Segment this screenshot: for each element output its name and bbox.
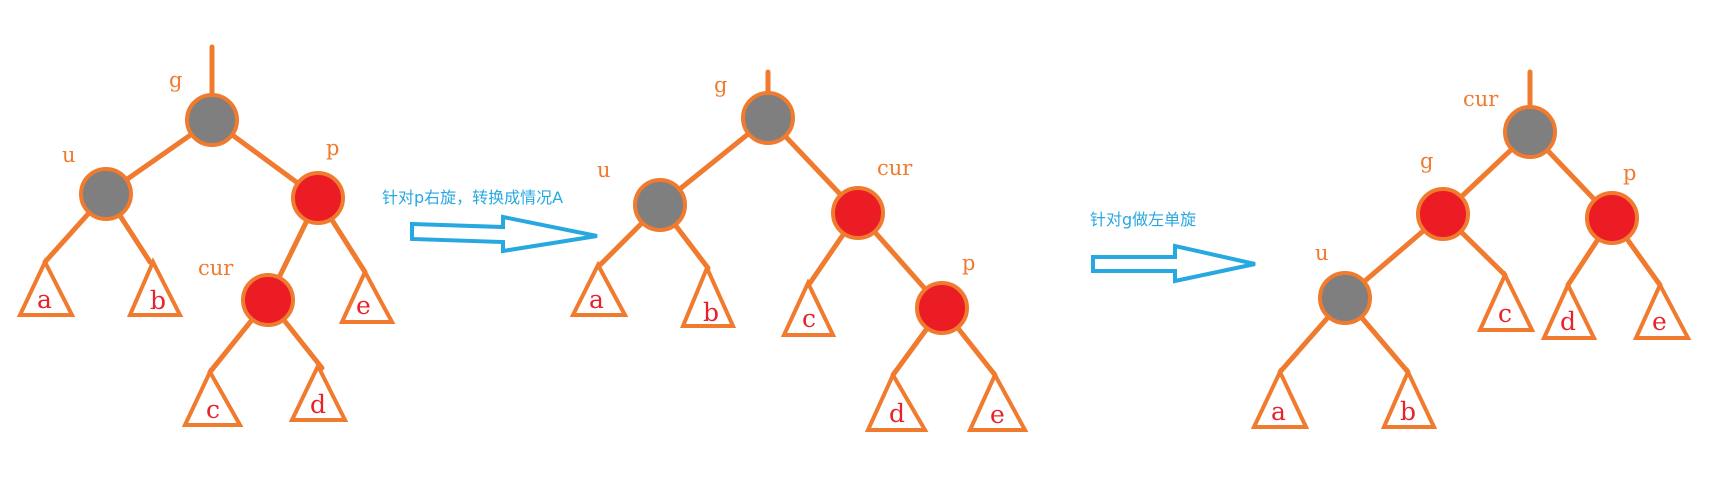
leaf-c-triangle [1476,270,1536,332]
leaf-b-label: b [1400,397,1416,426]
node-u-black [633,178,687,232]
label-p: p [1623,161,1636,185]
leaf-b-label: b [703,298,719,327]
arrow-1-caption: 针对p右旋，转换成情况A [382,188,563,207]
arrow-2-caption: 针对g做左单旋 [1090,210,1196,229]
leaf-d-triangle [288,361,349,422]
leaf-c-label: c [1498,299,1512,328]
leaf-c-label: c [206,395,220,424]
leaf-b-triangle [680,262,737,328]
leaf-a-triangle [1250,367,1310,429]
leaf-d-triangle [1540,280,1598,340]
tree-1: g u p cur a b e c d [16,44,396,427]
node-cur-black [1503,105,1557,159]
node-p-red [291,171,345,225]
leaf-c-label: c [802,304,816,333]
node-p-red [915,281,969,335]
leaf-a-label: a [589,285,604,314]
node-u-black [79,167,133,221]
arrow-1: 针对p右旋，转换成情况A [382,188,598,254]
node-g-red [1416,187,1470,241]
leaf-e-label: e [356,291,371,320]
arrow-2-shape [1091,243,1256,284]
tree-3: cur g p u c d e a b [1250,69,1692,429]
node-g-black [741,91,795,145]
leaf-e-label: e [990,400,1005,429]
label-u: u [597,158,611,182]
label-cur: cur [1463,87,1499,111]
node-cur-red [241,273,295,327]
leaf-d-label: d [1560,307,1576,336]
leaf-e-triangle [1632,280,1692,340]
label-cur: cur [877,156,913,180]
leaf-e-triangle [966,370,1029,432]
label-u: u [62,143,76,167]
leaf-b-label: b [150,286,166,315]
tree-2: g u cur p a b c d e [569,69,1029,432]
leaf-a-label: a [1271,397,1286,426]
leaf-d-label: d [310,390,326,419]
leaf-e-label: e [1652,307,1667,336]
node-u-black [1318,271,1372,325]
label-g: g [169,68,182,92]
label-p: p [326,136,339,160]
leaf-b-triangle [126,257,184,317]
leaf-b-triangle [1380,367,1438,429]
label-g: g [1420,149,1433,173]
node-g-black [185,93,239,147]
arrow-1-shape [410,214,598,254]
arrow-2: 针对g做左单旋 [1090,210,1256,284]
node-cur-red [831,186,885,240]
label-u: u [1315,241,1329,265]
leaf-a-triangle [569,260,629,317]
leaf-a-label: a [37,285,52,314]
label-g: g [714,73,727,97]
node-p-red [1585,191,1639,245]
leaf-a-triangle [16,257,76,317]
leaf-e-triangle [338,267,396,324]
label-cur: cur [198,256,234,280]
leaf-c-triangle [780,278,837,337]
leaf-c-triangle [181,367,244,427]
label-p: p [962,251,975,275]
leaf-d-label: d [889,399,905,428]
leaf-d-triangle [864,370,929,432]
